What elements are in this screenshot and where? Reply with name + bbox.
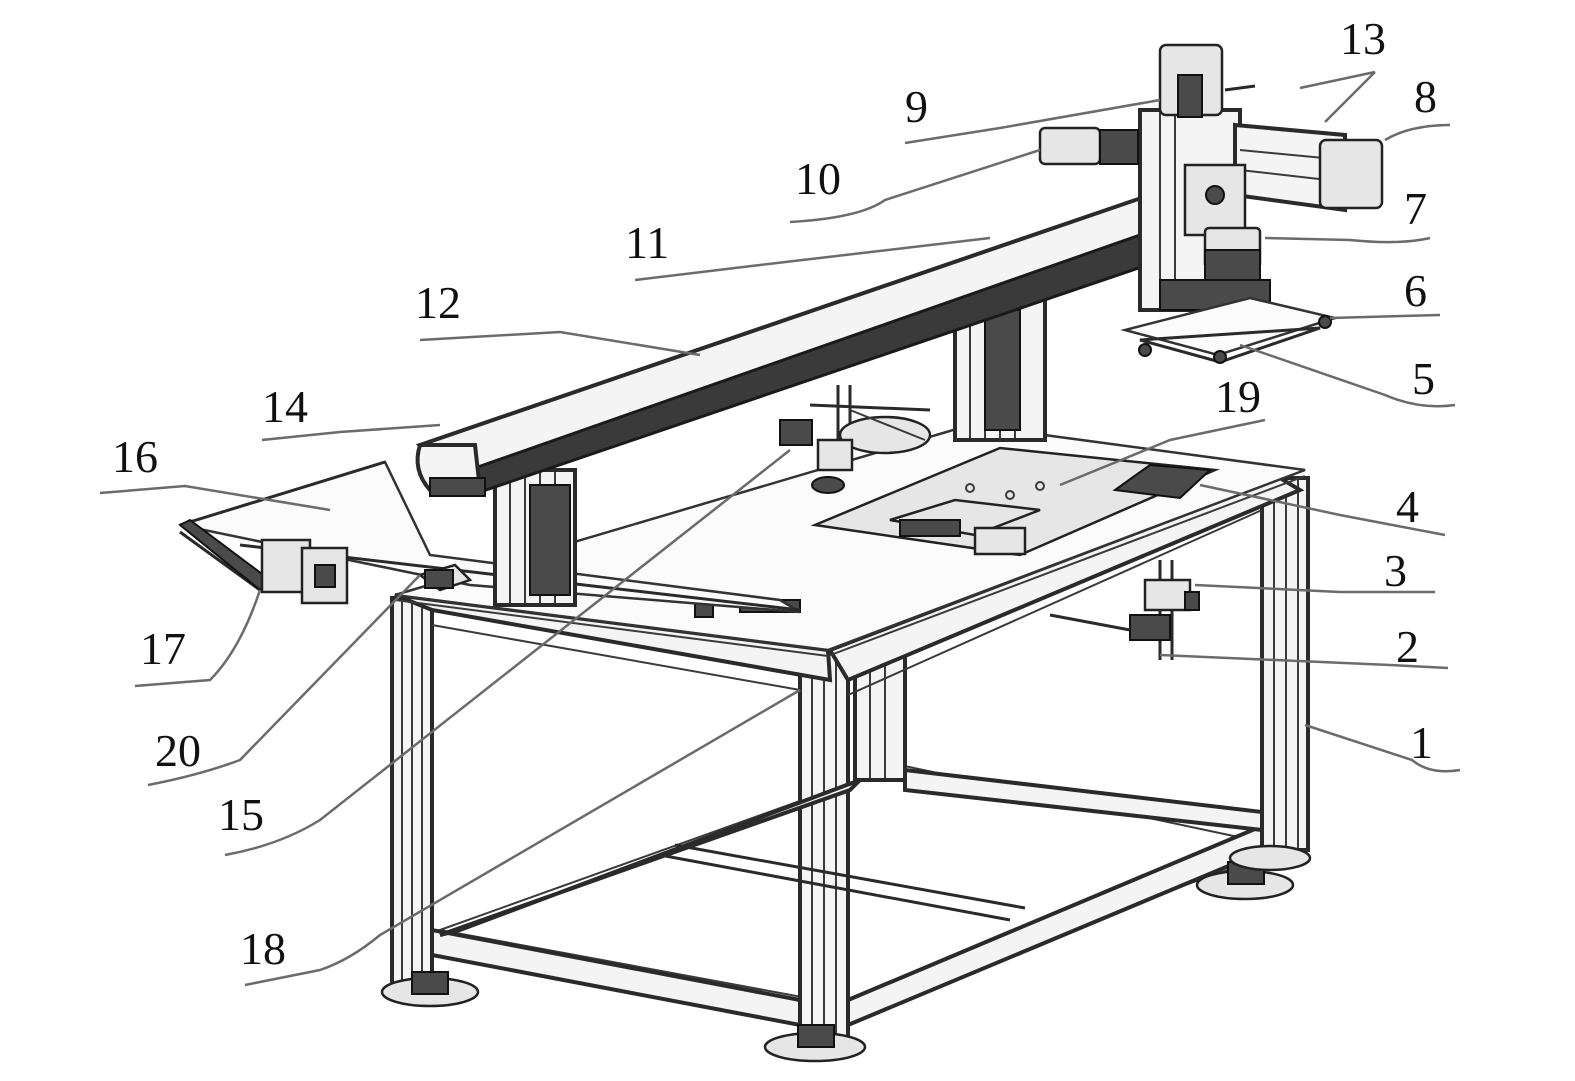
feet <box>380 844 1312 1063</box>
lower-mechanism <box>1049 560 1200 660</box>
label-8: 8 <box>1414 71 1437 122</box>
leader-9 <box>904 98 1161 145</box>
label-14: 14 <box>262 381 308 432</box>
leader-16 <box>99 484 331 512</box>
label-9: 9 <box>905 81 928 132</box>
label-12: 12 <box>415 277 461 328</box>
leader-13 <box>1299 70 1376 123</box>
leader-lines <box>99 70 1461 987</box>
leader-1 <box>1304 723 1461 773</box>
leader-11 <box>634 236 991 282</box>
slide-block <box>1112 463 1213 500</box>
leader-2 <box>1159 653 1449 670</box>
leader-4 <box>1199 483 1446 537</box>
bottom-rail-front-left <box>430 927 802 1028</box>
motor-end <box>1318 138 1384 210</box>
label-6: 6 <box>1404 265 1427 316</box>
label-15: 15 <box>218 789 264 840</box>
label-19: 19 <box>1215 371 1261 422</box>
part-labels: 1 2 3 4 5 6 7 8 9 10 11 12 13 14 15 16 1… <box>112 13 1437 974</box>
leader-5 <box>1239 343 1456 408</box>
leader-19 <box>1059 418 1266 487</box>
leader-14 <box>261 423 441 442</box>
conveyor <box>178 460 801 614</box>
bottom-rail-diagonal <box>439 778 862 937</box>
motor-side <box>1038 126 1102 166</box>
frame <box>380 475 1312 1063</box>
label-1: 1 <box>1410 717 1433 768</box>
leader-20 <box>147 574 421 787</box>
label-7: 7 <box>1404 183 1427 234</box>
label-5: 5 <box>1412 353 1435 404</box>
label-13: 13 <box>1340 13 1386 64</box>
bottom-rail-rear <box>903 767 1264 833</box>
leader-3 <box>1194 583 1435 594</box>
leader-15 <box>224 449 791 857</box>
bottom-rail-front-right <box>846 822 1264 1029</box>
leader-18 <box>244 688 801 987</box>
leader-6 <box>1329 313 1441 320</box>
vision-unit <box>779 385 932 494</box>
label-11: 11 <box>625 217 669 268</box>
label-10: 10 <box>795 153 841 204</box>
head-unit <box>1038 43 1384 364</box>
leader-17 <box>134 589 262 688</box>
label-18: 18 <box>240 923 286 974</box>
leader-7 <box>1264 236 1431 244</box>
label-20: 20 <box>155 725 201 776</box>
leader-12 <box>419 330 701 357</box>
label-2: 2 <box>1396 621 1419 672</box>
leader-8 <box>1384 123 1451 142</box>
label-3: 3 <box>1384 545 1407 596</box>
leader-10 <box>789 148 1041 224</box>
label-4: 4 <box>1396 481 1419 532</box>
label-16: 16 <box>112 431 158 482</box>
label-17: 17 <box>140 623 186 674</box>
